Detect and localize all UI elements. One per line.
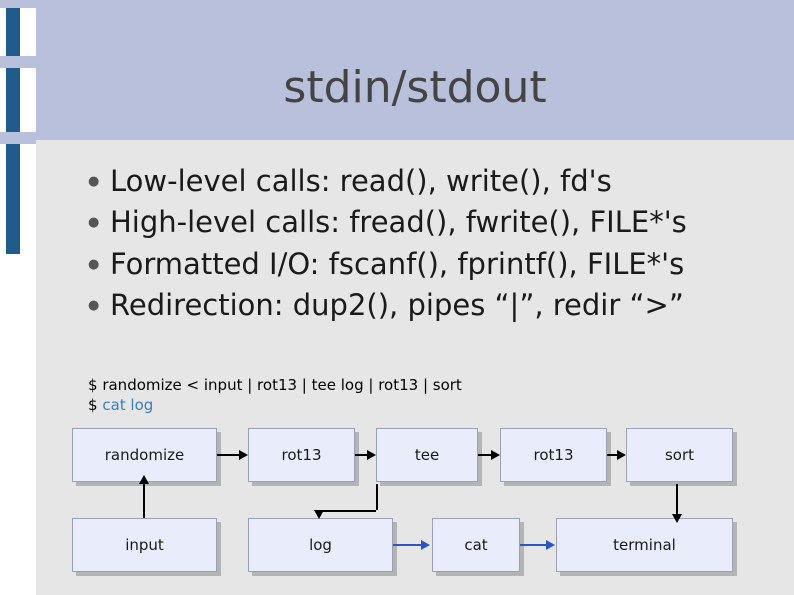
diagram-box-tee: tee: [376, 428, 478, 482]
slide-banner: [0, 0, 794, 140]
left-decoration-column: [0, 0, 36, 595]
slide-content-panel: ● Low-level calls: read(), write(), fd's…: [36, 140, 794, 595]
diagram-box-randomize: randomize: [72, 428, 217, 482]
bullet-dot-icon: ●: [88, 215, 100, 231]
list-item: ● Low-level calls: read(), write(), fd's: [88, 162, 788, 200]
shell-prompt: $: [88, 396, 98, 415]
left-accent-bar-3: [6, 144, 20, 254]
diagram-box-cat: cat: [432, 518, 520, 572]
bullet-text: Low-level calls: read(), write(), fd's: [110, 164, 612, 198]
left-band-2: [0, 56, 36, 68]
bullet-text: Redirection: dup2(), pipes “|”, redir “>…: [110, 287, 684, 322]
diagram-box-rot13-2: rot13: [500, 428, 607, 482]
bullet-text: High-level calls: fread(), fwrite(), FIL…: [110, 205, 687, 240]
diagram-box-log: log: [248, 518, 393, 572]
shell-prompt: $: [88, 376, 98, 394]
diagram-box-sort: sort: [626, 428, 733, 482]
bullet-list: ● Low-level calls: read(), write(), fd's…: [88, 162, 788, 327]
pipeline-diagram: randomize rot13 tee rot13 sort input log…: [36, 140, 794, 595]
shell-command-cat: cat log: [102, 396, 154, 415]
left-accent-bar-2: [6, 68, 20, 132]
shell-line-1: $ randomize < input | rot13 | tee log | …: [88, 375, 462, 395]
bullet-dot-icon: ●: [88, 256, 100, 272]
shell-commands: $ randomize < input | rot13 | tee log | …: [88, 375, 462, 416]
bullet-dot-icon: ●: [88, 174, 100, 189]
left-band-1: [0, 0, 36, 8]
list-item: ● High-level calls: fread(), fwrite(), F…: [88, 203, 788, 241]
list-item: ● Formatted I/O: fscanf(), fprintf(), FI…: [88, 245, 788, 283]
bullet-dot-icon: ●: [88, 297, 100, 313]
page-title: stdin/stdout: [283, 62, 547, 113]
left-band-3: [0, 132, 36, 144]
diagram-box-input: input: [72, 518, 217, 572]
shell-line-2: $ cat log: [88, 395, 462, 415]
list-item: ● Redirection: dup2(), pipes “|”, redir …: [88, 286, 788, 324]
diagram-box-rot13-1: rot13: [248, 428, 355, 482]
bullet-text: Formatted I/O: fscanf(), fprintf(), FILE…: [110, 246, 685, 281]
shell-command-pipeline: randomize < input | rot13 | tee log | ro…: [102, 376, 462, 394]
left-band-4: [0, 254, 36, 595]
diagram-box-terminal: terminal: [556, 518, 733, 572]
left-accent-bar-1: [6, 8, 20, 56]
